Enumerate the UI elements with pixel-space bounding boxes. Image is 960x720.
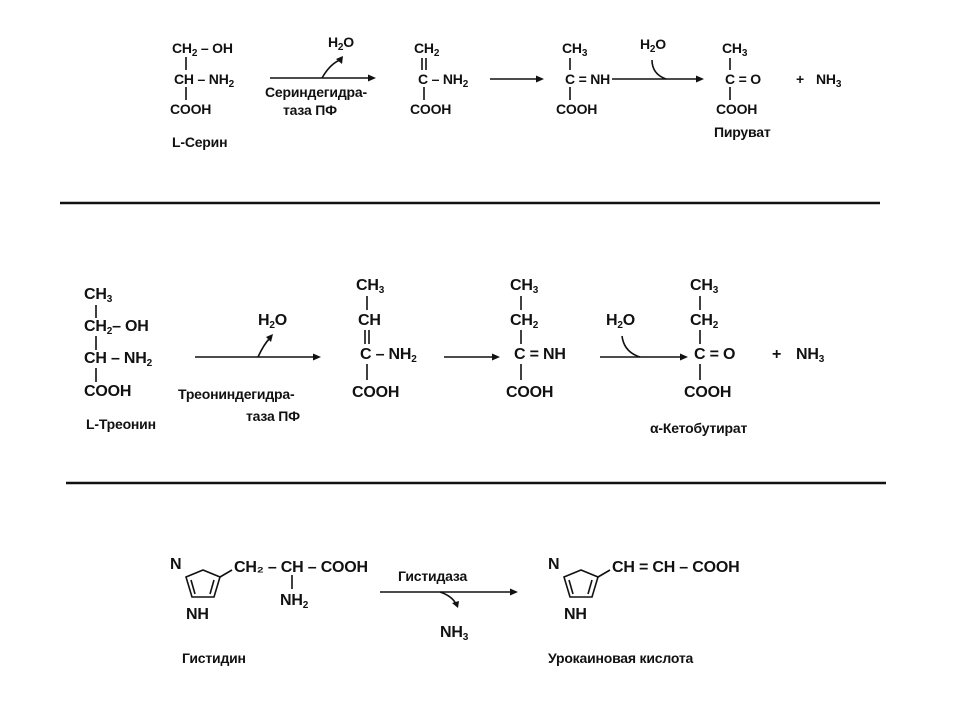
urocanate-ring-double-2	[587, 579, 593, 595]
r2-arrow-2-head	[492, 353, 500, 361]
r1-arrow-2-head	[536, 75, 544, 83]
urocanate-chain: CH = CH – COOH	[612, 559, 740, 576]
r2-int2-line-3: C = NH	[514, 346, 566, 363]
r3-arrow-curve	[439, 591, 457, 605]
r1-int1-line-3: COOH	[410, 101, 452, 117]
urocanate-ring-double-1	[568, 579, 574, 595]
serine-line-3: COOH	[170, 101, 212, 117]
ketobutyrate-line-4: COOH	[684, 384, 732, 401]
r1-arrow-1-curve	[321, 59, 341, 79]
histidine-chain: CH₂ – CH – COOH	[234, 559, 368, 576]
r2-arrow-3-head	[680, 353, 688, 361]
r2-enzyme-line-1: Треониндегидра-	[178, 386, 295, 402]
r2-int2-line-2: CH2	[510, 312, 539, 331]
r2-int1-line-4: COOH	[352, 384, 400, 401]
r1-int2-line-2: C = NH	[565, 71, 611, 87]
r3-arrow-head	[510, 588, 518, 596]
r1-int1-line-2: C – NH2	[418, 71, 469, 90]
urocanate-ring	[563, 569, 599, 598]
r1-arrow-1-head	[368, 74, 376, 82]
r1-arrow-1-curve-head	[336, 56, 343, 64]
r2-int1-line-2: CH	[358, 312, 381, 329]
threonine-name: L-Треонин	[86, 416, 156, 432]
ketobutyrate-line-2: CH2	[690, 312, 719, 331]
pyruvate-name: Пируват	[714, 124, 771, 140]
histidine-ring-double-1	[190, 579, 196, 595]
ketobutyrate-line-1: CH3	[690, 277, 719, 296]
r2-arrow-1-curve	[257, 337, 271, 358]
r3-enzyme: Гистидаза	[398, 568, 468, 584]
r1-int1-line-1: CH2	[414, 40, 440, 59]
serine-name: L-Серин	[172, 134, 228, 150]
r3-arrow-curve-head	[452, 601, 459, 608]
pyruvate-line-1: CH3	[722, 40, 748, 59]
r2-ammonia: NH3	[796, 346, 825, 365]
r2-arrow-1-head	[313, 353, 321, 361]
urocanate-name: Урокаиновая кислота	[548, 650, 694, 666]
r2-plus: +	[772, 346, 782, 363]
urocanate-ring-n: N	[548, 556, 560, 573]
histidine-amino: NH2	[280, 592, 309, 611]
r3-byproduct: NH3	[440, 624, 469, 643]
histidine-ring	[185, 569, 221, 598]
pyruvate-line-2: C = O	[725, 71, 761, 87]
serine-line-2: CH – NH2	[174, 71, 234, 90]
r1-enzyme-line-1: Сериндегидра-	[265, 84, 367, 100]
r2-arrow-3-reagent: H2O	[606, 312, 635, 331]
urocanate-chain-bond	[597, 569, 611, 578]
r2-arrow-1-reagent: H2O	[258, 312, 287, 331]
r2-arrow-1-curve-head	[266, 334, 273, 342]
ketobutyrate-name: α-Кетобутират	[650, 420, 748, 436]
r1-arrow-1-reagent: H2O	[328, 34, 354, 53]
serine-line-1: CH2 – OH	[172, 40, 233, 59]
histidine-ring-double-2	[209, 579, 215, 595]
threonine-line-2: CH2– OH	[84, 318, 149, 337]
r2-int1-line-3: C – NH2	[360, 346, 417, 365]
r1-arrow-3-head	[696, 75, 704, 83]
r1-int2-line-1: CH3	[562, 40, 588, 59]
r2-arrow-3-curve	[621, 335, 641, 358]
r2-enzyme-line-2: таза ПФ	[246, 408, 300, 424]
r1-plus: +	[796, 71, 804, 87]
r2-int2-line-1: CH3	[510, 277, 539, 296]
urocanate-ring-nh: NH	[564, 606, 587, 623]
threonine-line-4: COOH	[84, 383, 132, 400]
histidine-ring-n: N	[170, 556, 182, 573]
r1-ammonia: NH3	[816, 71, 842, 90]
r1-arrow-3-curve	[651, 59, 667, 80]
r1-enzyme-line-2: таза ПФ	[283, 102, 337, 118]
r2-int2-line-4: COOH	[506, 384, 554, 401]
ketobutyrate-line-3: C = O	[694, 346, 736, 363]
histidine-ring-nh: NH	[186, 606, 209, 623]
pyruvate-line-3: COOH	[716, 101, 758, 117]
threonine-line-3: CH – NH2	[84, 350, 152, 369]
histidine-chain-bond	[219, 569, 233, 578]
r1-int2-line-3: COOH	[556, 101, 598, 117]
histidine-name: Гистидин	[182, 650, 246, 666]
threonine-line-1: CH3	[84, 286, 113, 305]
r2-int1-line-1: CH3	[356, 277, 385, 296]
r1-arrow-3-reagent: H2O	[640, 36, 666, 55]
